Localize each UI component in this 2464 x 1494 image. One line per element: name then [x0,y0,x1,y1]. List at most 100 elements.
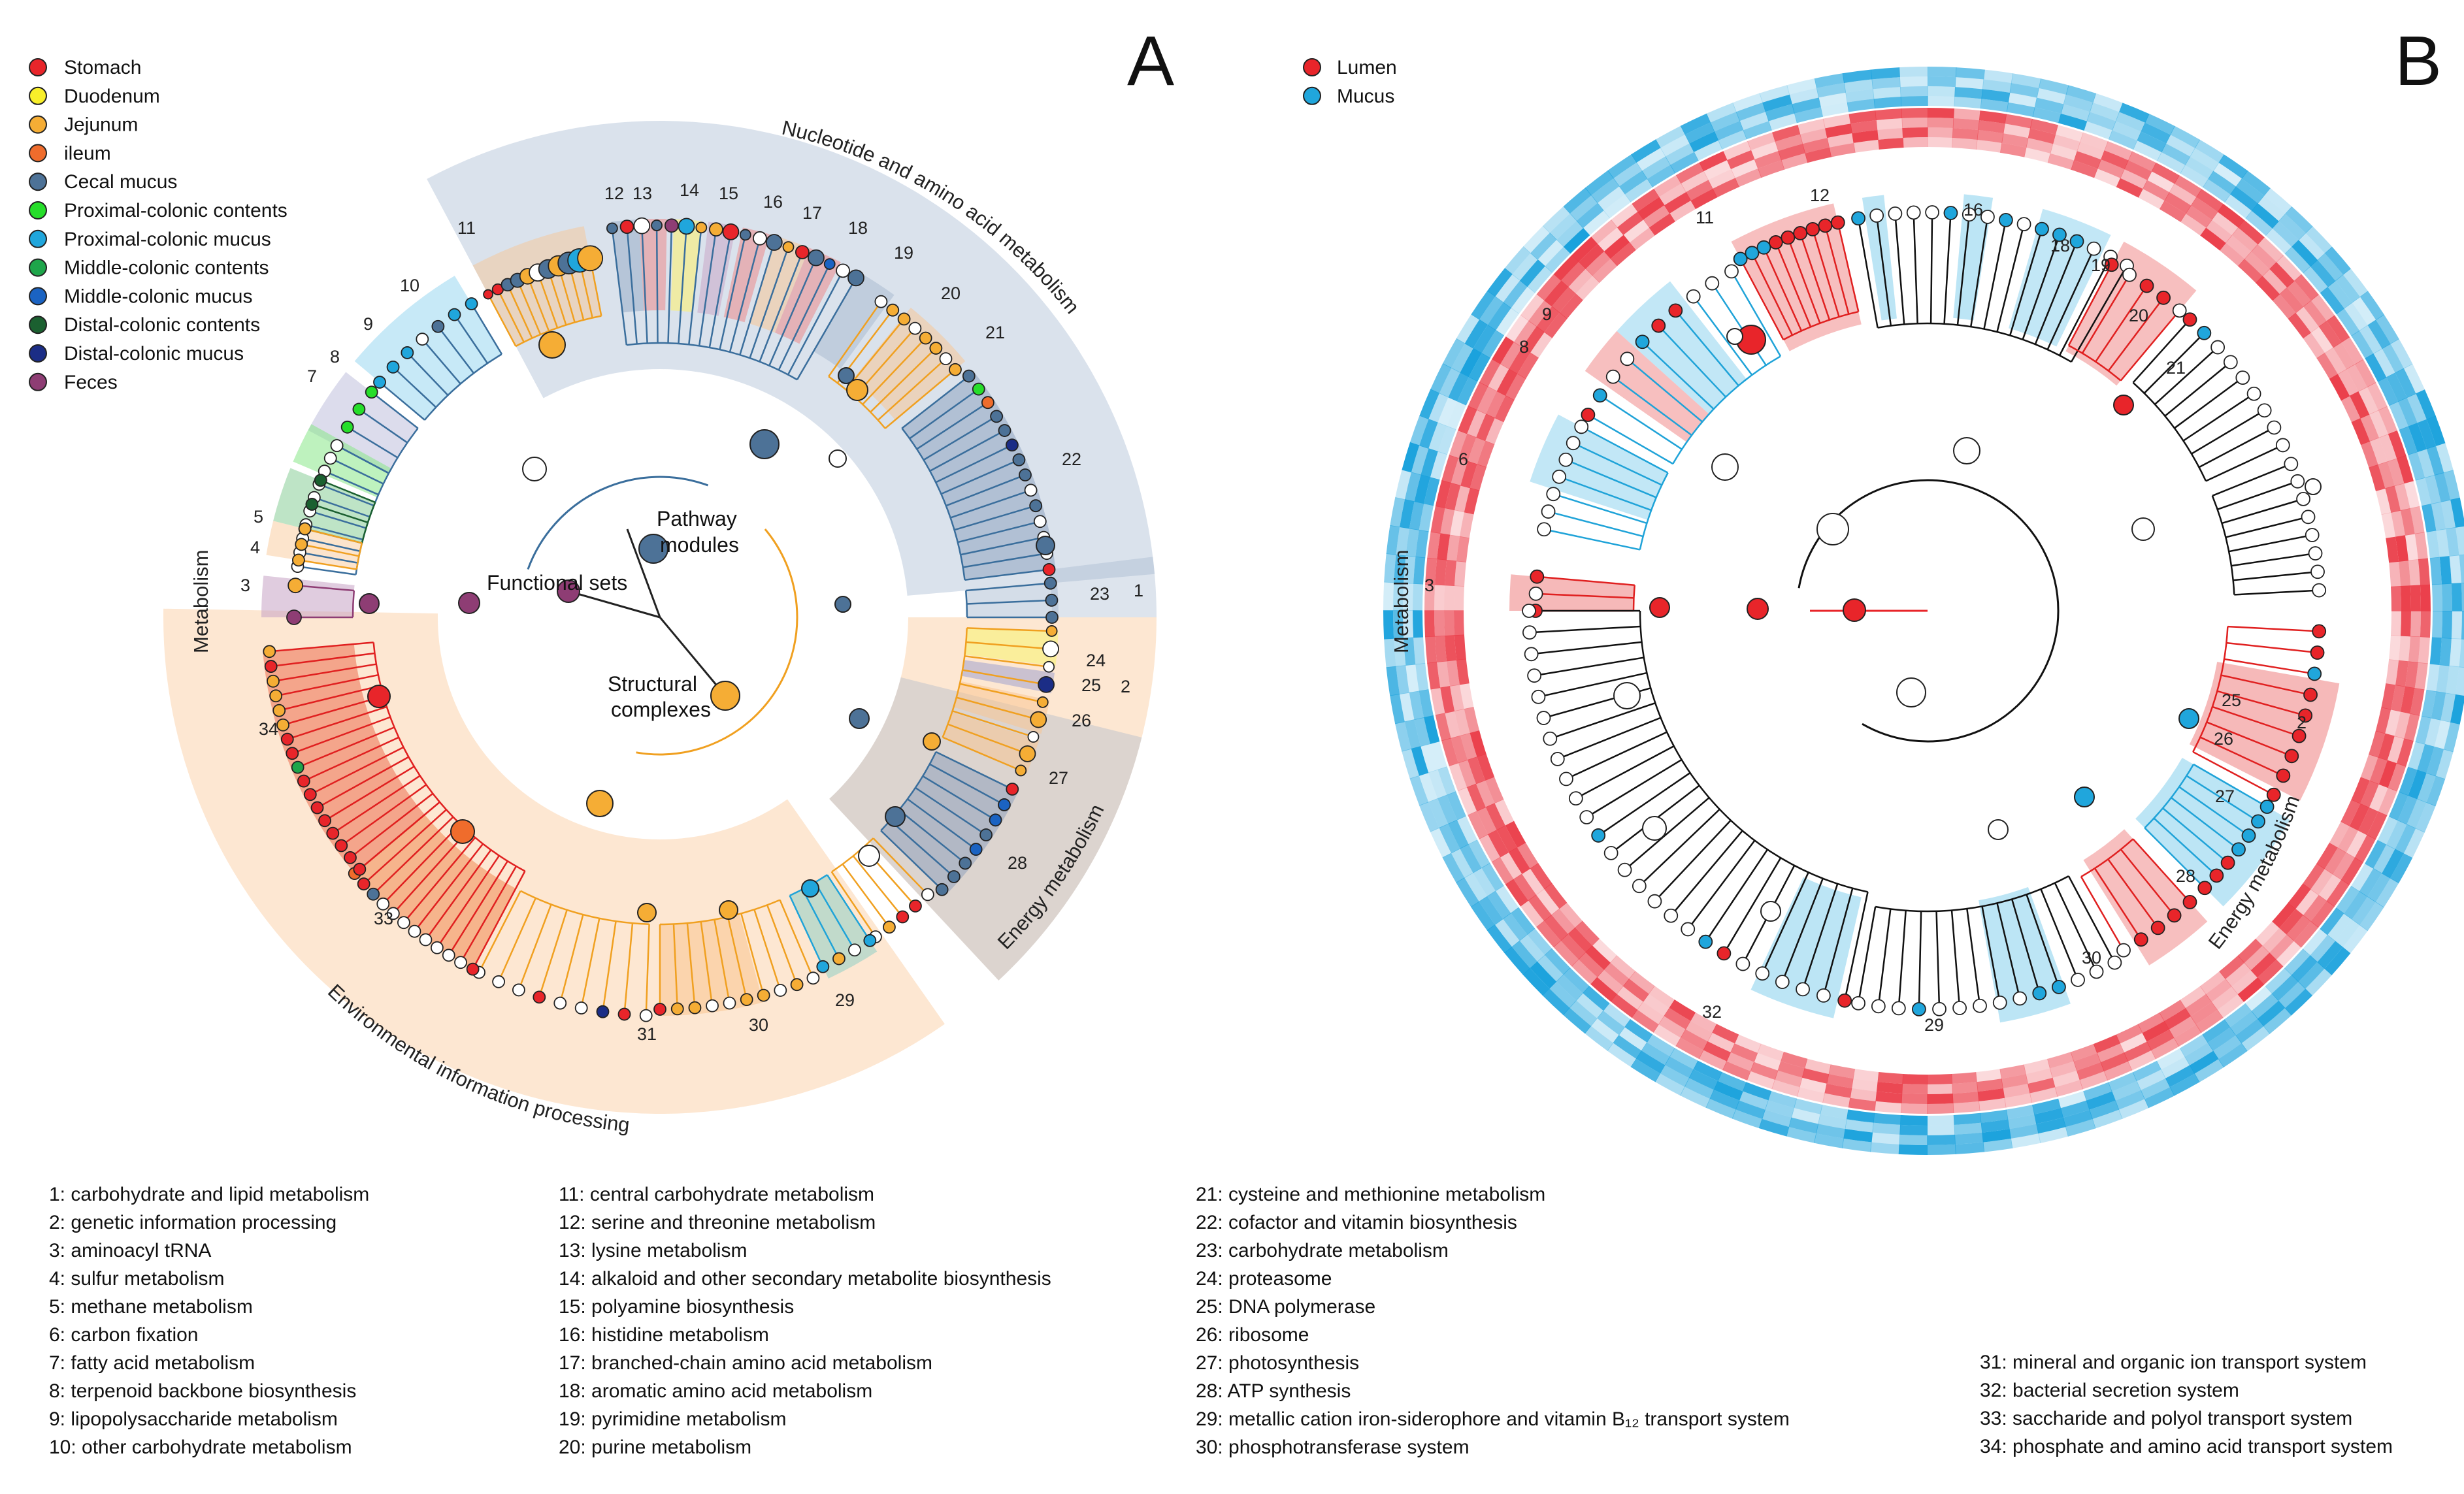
heat-ring-cell [1528,300,1552,327]
module-highlight-30-31 [660,913,763,1016]
heat-ring-cell [1707,1032,1735,1053]
heat-ring-cell [2451,583,2463,611]
heat-ring-cell [2395,660,2408,687]
m22-leaf-branch [954,505,1036,531]
heat-ring-cell [1664,1056,1694,1079]
b12-leaf-branch [2009,229,2043,336]
heat-ring-cell [2288,312,2311,339]
mnuc-leaf-branch [641,225,648,344]
heat-ring-cell [1952,137,1978,150]
b12-leaf-node [1980,210,1995,224]
b22-leaf-node [2235,370,2250,385]
m31-leaf-branch [497,898,536,982]
b28-leaf-branch [2186,775,2259,822]
mfun-leaf-branch [336,444,389,474]
mnuc-leaf-node [664,218,679,233]
heat-ring-cell [1951,1072,1977,1084]
heat-ring-cell [1613,162,1643,187]
heat-ring-cell [1901,1093,1928,1104]
b-internal-node [2305,478,2322,495]
heat-ring-cell [1953,1112,1982,1125]
heat-ring-cell [1456,314,1480,344]
heat-ring-cell [1698,1050,1727,1071]
heat-ring-cell [2143,180,2170,201]
heat-ring-cell [1411,746,1429,776]
heat-ring-cell [2060,1100,2090,1118]
heat-ring-cell [1816,1124,1846,1139]
heat-ring-cell [2052,1070,2080,1088]
m28-leaf-node [947,870,961,883]
heat-ring-cell [2173,1024,2202,1047]
heat-ring-cell [1409,501,1424,530]
section-1-bg [1049,557,1157,617]
module-highlight-12 [611,219,644,313]
heat-ring-cell [2310,294,2335,321]
heat-ring-cell [2389,635,2401,661]
key-entry: 10: other carbohydrate metabolism [49,1437,352,1458]
heat-ring-cell [1505,879,1529,907]
m30-leaf-node [757,988,770,1002]
heat-ring-cell [2375,878,2399,908]
module-highlight-24 [964,628,1059,666]
b22-leaf-branch [2174,377,2244,429]
heat-ring-cell [1505,314,1529,342]
heat-ring-cell [1404,637,1416,666]
m28-leaf-node [959,856,972,870]
heat-ring-cell [2180,213,2207,236]
m31-leaf-branch [623,923,634,1015]
b-module-number-label: 3 [1424,576,1434,595]
m28-leaf-node [989,813,1002,827]
m34-leaf-node [318,814,331,828]
heat-ring-cell [1413,583,1424,611]
heat-ring-cell [1927,1103,1954,1114]
heat-ring-cell [1579,244,1605,269]
key-entry: 1: carbohydrate and lipid metabolism [49,1184,369,1205]
m31-leaf-node [533,990,546,1004]
heat-ring-cell [1686,180,1713,201]
heat-ring-cell [1585,170,1614,196]
m29-leaf-node [863,934,877,947]
arc-label-metabolism-a: Metabolism [189,550,212,654]
heat-ring-cell [2226,235,2252,259]
heat-ring-cell [2180,986,2207,1009]
heat-ring-cell [2389,561,2401,587]
m34-leaf-branch [275,674,379,697]
b32-leaf-node [1632,879,1647,894]
heat-ring-cell [2009,83,2039,98]
heat-ring-cell [2120,169,2148,189]
heat-ring-cell [1877,1081,1903,1094]
heat-ring-cell [2170,125,2201,148]
heat-ring-cell [2103,1061,2133,1081]
heat-ring-cell [2426,746,2444,777]
b-internal-node [1988,819,2009,840]
heat-ring-cell [2060,104,2090,122]
heat-ring-cell [2369,410,2389,438]
b12-leaf-node [2016,217,2031,232]
mstr-leaf-branch [966,641,1051,650]
panel-b-highlight-arcs [1509,194,2340,1023]
b23-leaf-branch [2231,552,2316,567]
heat-ring-cell [1781,1052,1808,1069]
heat-ring-cell [2400,508,2415,536]
heat-ring-cell [2405,533,2418,561]
module-number-label: 7 [307,366,317,386]
heat-ring-cell [2397,795,2418,825]
m28b-leaf-branch [842,864,890,928]
mstr-leaf-node [1030,711,1047,728]
heat-ring-cell [2310,934,2336,962]
heat-ring-cell [2382,344,2405,374]
heat-ring-cell [1444,610,1454,636]
mnuc-leaf-node [678,218,695,235]
heat-ring-cell [1512,253,1538,281]
m4-leaf-branch [312,503,369,523]
heat-ring-cell [2333,342,2356,370]
m22-leaf-node [1024,483,1038,497]
heat-ring-cell [2415,478,2431,506]
b32-leaf-node [1550,752,1565,766]
m34-leaf-branch [324,766,415,822]
heat-ring-cell [1822,1093,1850,1108]
internal-node [538,331,566,359]
heat-ring-cell [1982,1129,2011,1143]
heat-ring-cell [2341,799,2361,826]
